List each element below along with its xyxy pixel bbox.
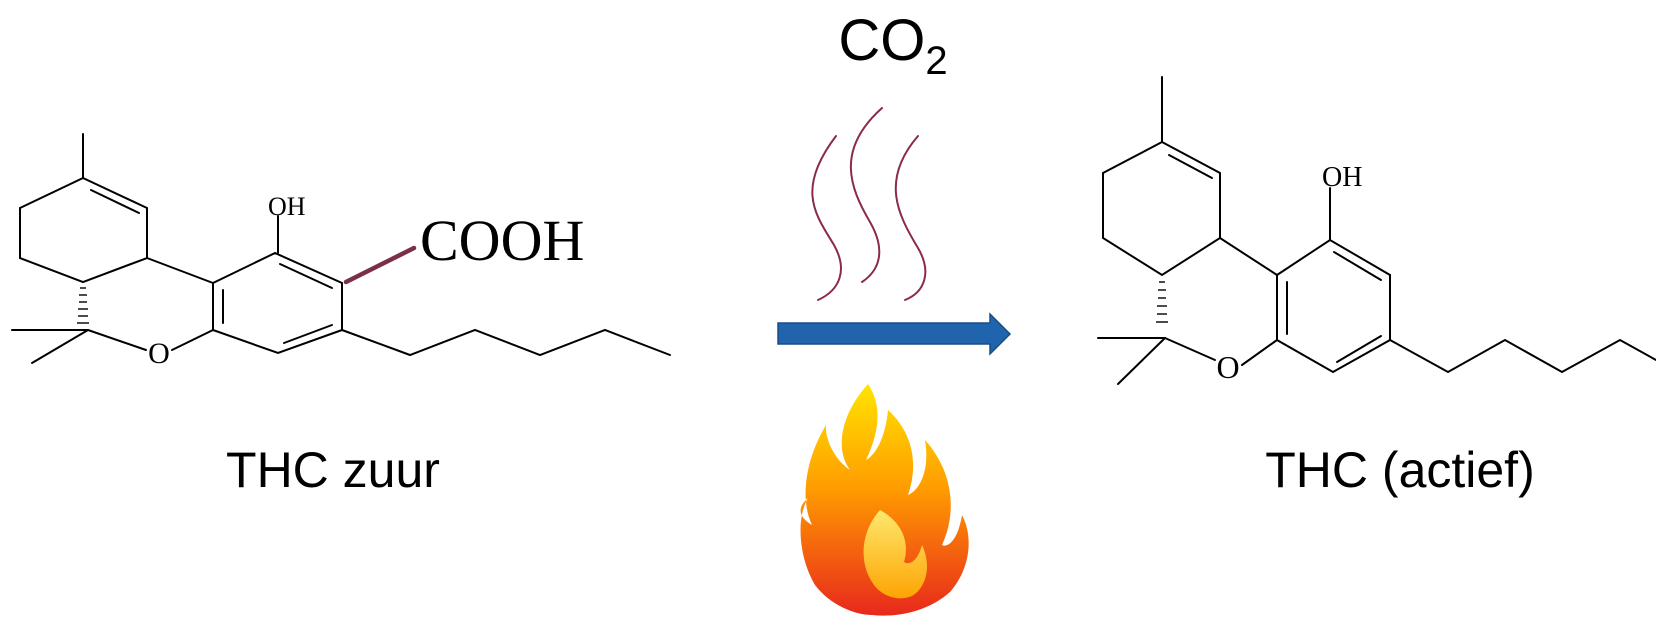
reaction-arrow-icon: [777, 312, 1012, 356]
product-oxygen-label: O: [1216, 349, 1239, 385]
co2-formula: CO2: [838, 8, 947, 83]
steam-icon: [811, 107, 927, 301]
flame-icon: [800, 384, 969, 616]
product-hash-bond: [1156, 281, 1168, 323]
reactant-caption: THC zuur: [226, 442, 440, 498]
reactant-oxygen-label: O: [148, 337, 170, 370]
reactant-carboxyl-label: COOH: [420, 208, 584, 273]
product-caption: THC (actief): [1265, 442, 1534, 498]
reactant-hash-bond: [77, 287, 89, 324]
reactant-molecule: [11, 133, 671, 364]
product-hydroxyl-label: OH: [1322, 162, 1362, 193]
co2-main-text: CO: [838, 8, 925, 73]
reactant-hydroxyl-label: OH: [268, 192, 306, 221]
product-molecule: [1097, 76, 1656, 385]
co2-subscript-text: 2: [925, 39, 947, 83]
svg-text:CO2: CO2: [838, 8, 947, 83]
carboxyl-bond: [343, 245, 417, 285]
